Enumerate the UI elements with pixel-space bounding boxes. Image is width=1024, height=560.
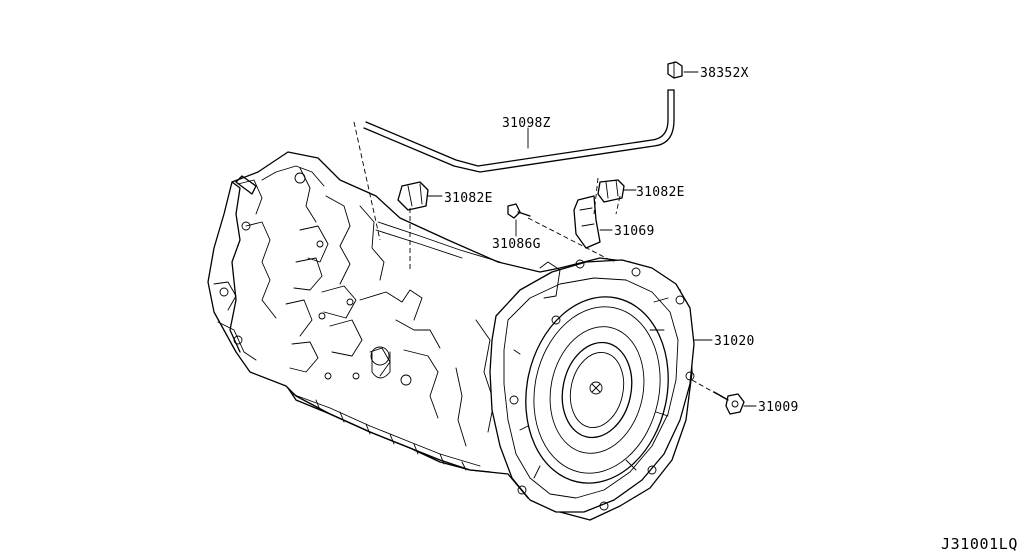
transmission-assembly xyxy=(207,151,695,521)
part-31098z-tube xyxy=(363,89,675,173)
assembly-dashed-lines xyxy=(353,121,725,399)
label-31069: 31069 xyxy=(614,224,655,239)
diagram-id: J31001LQ xyxy=(941,535,1018,553)
part-31069-bracket xyxy=(573,195,601,249)
label-31098z: 31098Z xyxy=(502,116,551,131)
label-31082e-right: 31082E xyxy=(636,185,685,200)
part-31009-bolt xyxy=(713,391,745,415)
part-31082e-right-clip xyxy=(597,179,625,203)
part-31086g-bolt xyxy=(507,203,531,219)
label-31020: 31020 xyxy=(714,334,755,349)
part-38352x-cap xyxy=(667,61,683,79)
label-31086g: 31086G xyxy=(492,237,541,252)
label-38352x: 38352X xyxy=(700,66,749,81)
part-31082e-left-clip xyxy=(397,181,429,211)
label-31009: 31009 xyxy=(758,400,799,415)
leader-lines xyxy=(427,71,757,407)
label-31082e-left: 31082E xyxy=(444,191,493,206)
